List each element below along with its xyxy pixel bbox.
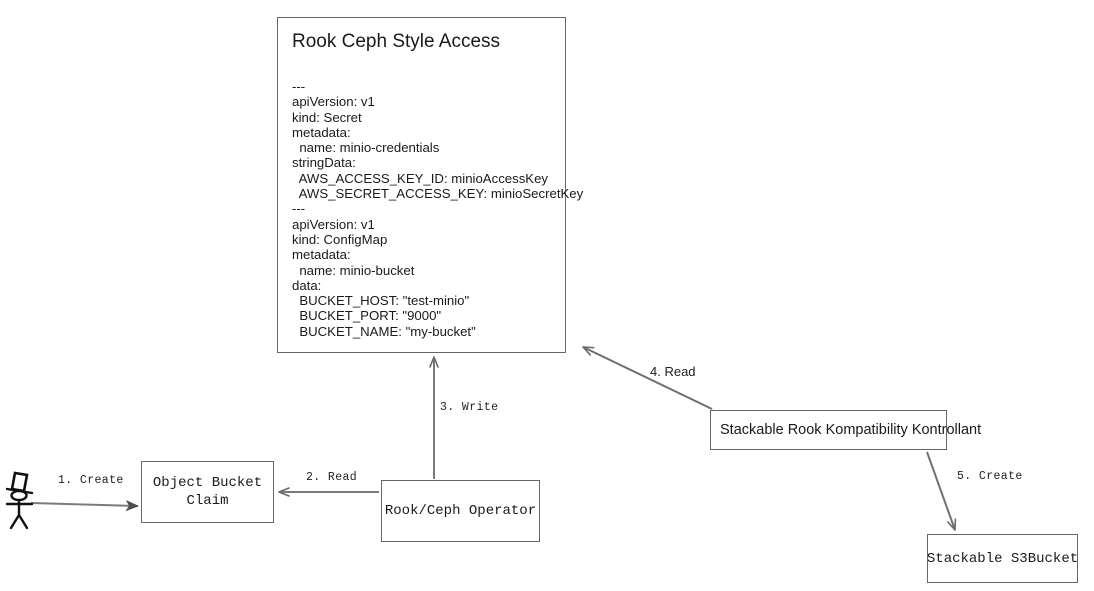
- node-stackable-s3bucket[interactable]: Stackable S3Bucket: [927, 534, 1078, 583]
- node-stackable-rook-kompatibility-kontrollant[interactable]: Stackable Rook Kompatibility Kontrollant: [710, 410, 981, 450]
- edge-label-4-read: 4. Read: [650, 364, 696, 379]
- edge-label-5-create: 5. Create: [957, 470, 1023, 483]
- node-rook-ceph-operator-label: Rook/Ceph Operator: [384, 503, 537, 519]
- node-object-bucket-claim-label: Object Bucket Claim: [152, 475, 263, 509]
- node-stackable-s3bucket-label: Stackable S3Bucket: [926, 550, 1079, 567]
- node-kontrollant-label: Stackable Rook Kompatibility Kontrollant: [720, 422, 982, 438]
- edge-label-1-create: 1. Create: [58, 474, 124, 487]
- manifest-card: Rook Ceph Style Access --- apiVersion: v…: [277, 17, 584, 353]
- edge-label-2-read: 2. Read: [306, 471, 358, 484]
- actor-stick-figure-icon: [5, 471, 34, 530]
- edge-label-3-write: 3. Write: [440, 401, 499, 414]
- node-rook-ceph-operator[interactable]: Rook/Ceph Operator: [381, 480, 540, 542]
- manifest-card-title: Rook Ceph Style Access: [292, 31, 501, 52]
- node-object-bucket-claim[interactable]: Object Bucket Claim: [141, 461, 274, 523]
- edge-5-create: [926, 451, 957, 531]
- manifest-yaml-text: --- apiVersion: v1 kind: Secret metadata…: [292, 79, 584, 339]
